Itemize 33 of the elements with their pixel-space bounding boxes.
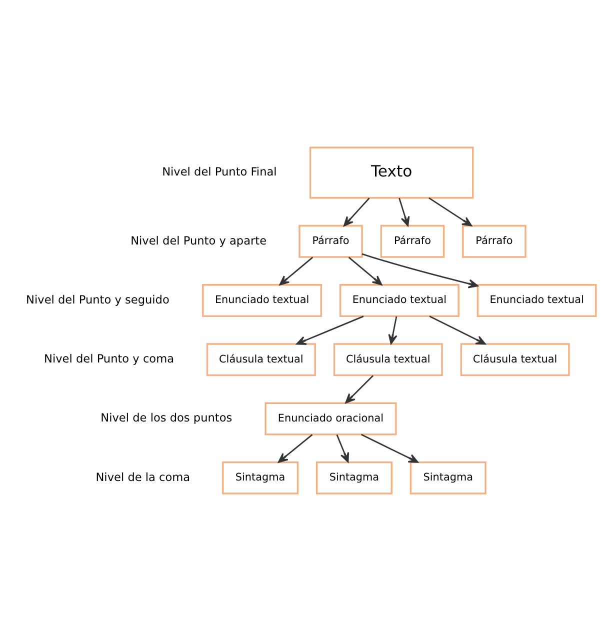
- arrow: [348, 256, 382, 285]
- node-box: Cláusula textual: [333, 342, 443, 376]
- arrow: [296, 315, 364, 344]
- arrow: [398, 197, 410, 226]
- node-box: Párrafo: [380, 224, 445, 258]
- arrow: [362, 252, 478, 288]
- arrow: [279, 256, 314, 285]
- label: Nivel del Punto y coma: [44, 352, 174, 366]
- node-box: Enunciado textual: [339, 283, 460, 317]
- label: Nivel de los dos puntos: [100, 411, 232, 424]
- node-box: Texto: [309, 146, 474, 198]
- label: Nivel del Punto y aparte: [130, 234, 267, 247]
- node-box: Sintagma: [410, 460, 486, 494]
- label: Nivel del Punto y seguido: [26, 292, 170, 306]
- node-box: Párrafo: [462, 224, 526, 258]
- node-box: Cláusula textual: [206, 342, 316, 376]
- arrow: [278, 434, 313, 462]
- node-box: Cláusula textual: [460, 342, 570, 376]
- label: Nivel del Punto Final: [162, 165, 277, 178]
- node-box: Enunciado oracional: [264, 402, 397, 435]
- node-box: Sintagma: [316, 460, 392, 494]
- arrow: [388, 316, 398, 344]
- node-box: Sintagma: [222, 460, 299, 494]
- arrow: [428, 196, 472, 226]
- arrow: [429, 315, 486, 344]
- arrow: [336, 434, 350, 462]
- node-box: Enunciado textual: [202, 283, 322, 317]
- arrow: [360, 433, 418, 462]
- node-box: Párrafo: [298, 224, 363, 258]
- label: Nivel de la coma: [96, 470, 190, 484]
- node-box: Enunciado textual: [476, 283, 597, 317]
- arrow: [345, 374, 374, 403]
- arrow: [344, 197, 370, 226]
